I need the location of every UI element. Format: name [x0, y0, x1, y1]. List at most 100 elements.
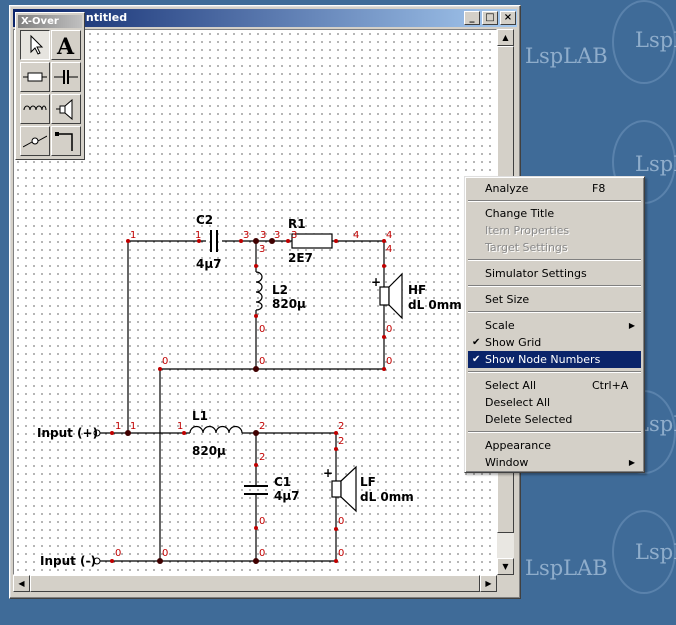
svg-text:A: A [56, 34, 75, 57]
pointer-icon [30, 34, 44, 55]
svg-text:0: 0 [259, 356, 265, 367]
lf-label: LF [360, 475, 376, 489]
toolbox-palette: X-Over A [15, 12, 85, 160]
menu-item-item-properties: Item Properties [485, 224, 570, 237]
menu-item-change-title[interactable]: Change Title [485, 207, 555, 220]
svg-text:4: 4 [386, 244, 392, 255]
input-minus-terminal[interactable] [93, 557, 101, 565]
wallpaper-logo: LspLAB [525, 44, 608, 68]
r1-value: 2E7 [288, 251, 313, 265]
menu-item-show-node-numbers[interactable]: ✔Show Node Numbers [468, 351, 641, 368]
scroll-up-button[interactable]: ▲ [497, 29, 514, 46]
resistor-r1[interactable] [291, 233, 333, 249]
svg-text:0: 0 [259, 516, 265, 527]
input-icon [23, 135, 47, 148]
menu-item-delete-selected[interactable]: Delete Selected [485, 413, 573, 426]
svg-text:3: 3 [274, 230, 280, 241]
svg-text:0: 0 [115, 548, 121, 559]
menu-item-set-size[interactable]: Set Size [485, 293, 530, 306]
wallpaper-logo: LspLAB [525, 556, 608, 580]
c1-label: C1 [274, 475, 291, 489]
menu-item-deselect-all[interactable]: Deselect All [485, 396, 551, 409]
wallpaper-swirl [612, 0, 676, 84]
menu-item-simulator-settings[interactable]: Simulator Settings [485, 267, 587, 280]
input-tool-button[interactable] [20, 126, 50, 156]
wires [100, 240, 385, 562]
inductor-l2[interactable] [255, 271, 263, 311]
menu-item-scale[interactable]: Scale▶ [485, 319, 635, 332]
hf-label: HF [408, 283, 426, 297]
svg-text:3: 3 [259, 244, 265, 255]
svg-text:1: 1 [177, 421, 183, 432]
inductor-tool-button[interactable] [20, 94, 50, 124]
capacitor-c1[interactable] [244, 485, 268, 495]
capacitor-tool-button[interactable] [51, 62, 81, 92]
inductor-icon [23, 105, 47, 111]
close-button[interactable]: × [500, 11, 516, 25]
l1-value: 820µ [192, 444, 226, 458]
svg-text:0: 0 [338, 516, 344, 527]
speaker-lf[interactable] [331, 465, 357, 513]
svg-text:2: 2 [338, 421, 344, 432]
menu-item-appearance[interactable]: Appearance [485, 439, 552, 452]
hf-value: dL 0mm [408, 298, 462, 312]
svg-text:0: 0 [386, 324, 392, 335]
speaker-tool-button[interactable] [51, 94, 81, 124]
toolbox-title[interactable]: X-Over [18, 15, 82, 28]
svg-text:0: 0 [338, 548, 344, 559]
checkmark-icon: ✔ [472, 354, 481, 365]
input-plus-terminal[interactable] [93, 429, 101, 437]
menu-item-window[interactable]: Window▶ [485, 456, 635, 469]
capacitor-c2[interactable] [210, 230, 218, 252]
menu-separator [468, 285, 641, 287]
input-plus-label: Input (+) [37, 426, 98, 440]
svg-text:1: 1 [195, 230, 201, 241]
svg-text:2: 2 [338, 436, 344, 447]
svg-text:0: 0 [259, 324, 265, 335]
horizontal-scrollbar[interactable]: ◀ ▶ [13, 575, 497, 592]
window-titlebar[interactable]: hematic: Untitled _ □ × [13, 9, 517, 27]
menu-item-show-grid[interactable]: ✔Show Grid [472, 336, 542, 349]
svg-text:4: 4 [353, 230, 359, 241]
svg-text:1: 1 [130, 421, 136, 432]
lf-value: dL 0mm [360, 490, 414, 504]
minimize-button[interactable]: _ [464, 11, 480, 25]
scroll-right-button[interactable]: ▶ [480, 575, 497, 592]
hf-polarity: + [371, 275, 381, 289]
svg-text:2: 2 [259, 452, 265, 463]
menu-separator [468, 371, 641, 373]
checkmark-icon: ✔ [472, 337, 481, 348]
text-tool-button[interactable]: A [51, 30, 81, 60]
resistor-tool-button[interactable] [20, 62, 50, 92]
speaker-hf[interactable] [379, 272, 403, 320]
l2-label: L2 [272, 283, 288, 297]
svg-text:0: 0 [162, 356, 168, 367]
wire-icon [55, 132, 73, 151]
select-tool-button[interactable] [20, 30, 50, 60]
svg-text:0: 0 [259, 548, 265, 559]
scroll-down-button[interactable]: ▼ [497, 558, 514, 575]
wire-tool-button[interactable] [51, 126, 81, 156]
scroll-left-button[interactable]: ◀ [13, 575, 30, 592]
capacitor-icon [54, 70, 78, 84]
junction-dots [125, 238, 275, 564]
svg-text:3: 3 [243, 230, 249, 241]
schematic-window: hematic: Untitled _ □ × [9, 5, 521, 599]
svg-text:4: 4 [386, 230, 392, 241]
wallpaper-logo: LspLAB [635, 152, 676, 176]
l1-label: L1 [192, 409, 208, 423]
wallpaper-logo: LspLAB [635, 28, 676, 52]
horizontal-scroll-thumb[interactable] [30, 575, 480, 592]
menu-item-target-settings: Target Settings [485, 241, 568, 254]
svg-text:0: 0 [386, 356, 392, 367]
wallpaper-swirl [612, 510, 676, 594]
c2-label: C2 [196, 213, 213, 227]
maximize-button[interactable]: □ [482, 11, 498, 25]
inductor-l1[interactable] [189, 425, 243, 434]
